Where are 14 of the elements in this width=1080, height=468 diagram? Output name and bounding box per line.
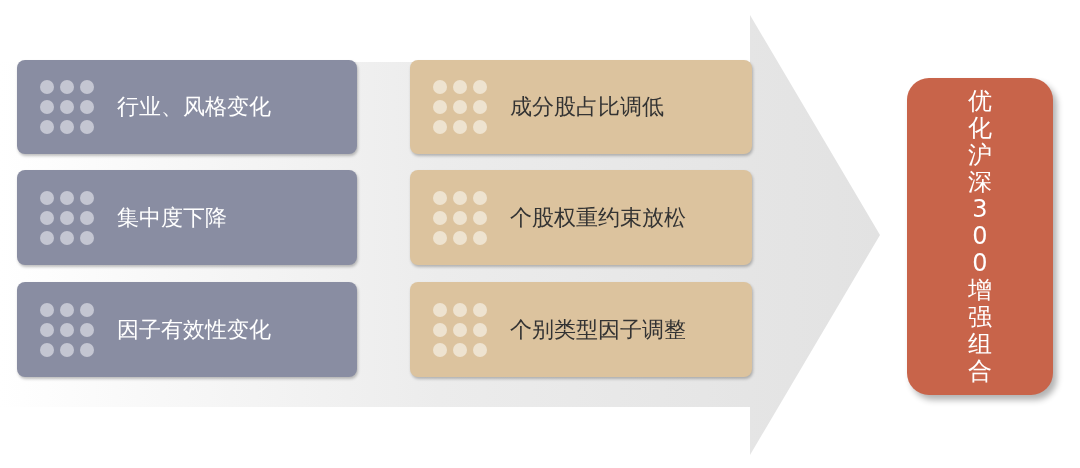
- factor-text: 因子有效性变化: [117, 315, 271, 344]
- result-box: [907, 78, 1053, 395]
- factor-text: 个股权重约束放松: [510, 203, 686, 232]
- factor-box: [17, 60, 357, 154]
- factor-box: [410, 60, 752, 154]
- factor-box: [410, 282, 752, 377]
- factor-box: [17, 170, 357, 265]
- factor-text: 个别类型因子调整: [510, 315, 686, 344]
- factor-text: 成分股占比调低: [510, 93, 664, 121]
- factor-box: [17, 282, 357, 377]
- factor-text: 行业、风格变化: [117, 93, 271, 121]
- factor-text: 集中度下降: [117, 203, 227, 232]
- factor-box: [410, 170, 752, 265]
- result-text: 优化沪深300增强组合: [967, 88, 993, 385]
